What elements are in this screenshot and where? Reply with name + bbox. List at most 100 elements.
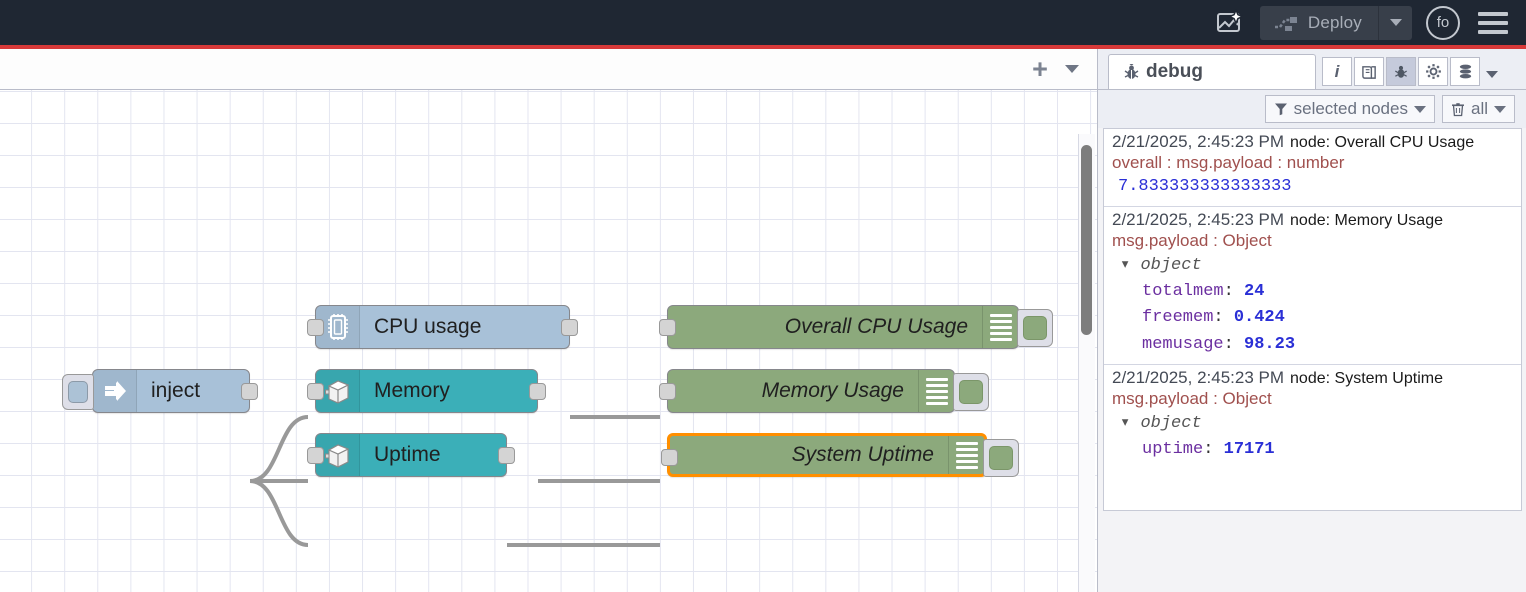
debug-object-field: memusage: 98.23 <box>1142 334 1296 354</box>
sidebar-tools-more-button[interactable] <box>1480 60 1504 89</box>
deploy-dropdown-button[interactable] <box>1378 5 1412 40</box>
sidebar-tool-buttons: i <box>1322 57 1480 89</box>
hamburger-bar <box>1478 29 1508 34</box>
debug-object-field: totalmem: 24 <box>1142 281 1265 301</box>
debug-object-key: memusage <box>1142 334 1224 354</box>
hamburger-icon[interactable] <box>1478 11 1508 34</box>
user-avatar[interactable]: fo <box>1426 5 1460 40</box>
node-input-port[interactable] <box>659 383 676 400</box>
debug-message-list[interactable]: 2/21/2025, 2:45:23 PM node: Overall CPU U… <box>1103 128 1522 511</box>
deploy-icon <box>1274 16 1297 31</box>
node-output-port[interactable] <box>529 383 546 400</box>
node-output-port[interactable] <box>561 319 578 336</box>
sidebar-tabrow: debug i <box>1098 49 1526 90</box>
flow-node-uptime[interactable]: Uptime <box>307 433 515 477</box>
debug-object-value: 17171 <box>1223 440 1275 460</box>
flow-node-inject[interactable]: inject <box>62 369 258 413</box>
debug-message-topic: msg.payload : Object <box>1112 230 1272 250</box>
debug-object-value: 0.424 <box>1233 308 1285 328</box>
flow-node-dbg-mem[interactable]: Memory Usage <box>659 369 989 413</box>
gear-icon[interactable] <box>1418 57 1448 86</box>
hamburger-bar <box>1478 11 1508 16</box>
chevron-down-icon <box>1065 65 1079 73</box>
debug-message-value: 7.833333333333333 <box>1118 176 1292 196</box>
canvas-scroll-track[interactable] <box>1078 134 1095 592</box>
debug-message-timestamp: 2/21/2025, 2:45:23 PM <box>1112 209 1285 229</box>
debug-object-toggle[interactable]: ▾ object <box>1120 413 1202 433</box>
flow-node-label: Overall CPU Usage <box>784 315 968 338</box>
header-accent-line <box>0 45 1526 49</box>
flow-tabbar: + <box>0 49 1097 90</box>
deploy-label: Deploy <box>1307 12 1362 32</box>
node-input-port[interactable] <box>307 447 324 464</box>
debug-toggle-button[interactable] <box>953 373 989 411</box>
node-input-port[interactable] <box>661 449 678 466</box>
clear-all[interactable]: all <box>1441 95 1515 123</box>
debug-object-key: uptime <box>1142 440 1204 460</box>
app-header: Deploy fo <box>0 0 1526 45</box>
debug-message-topic: msg.payload : Object <box>1112 388 1272 408</box>
debug-output-icon <box>982 306 1018 348</box>
import-image-icon[interactable] <box>1208 2 1250 44</box>
debug-object-label: object <box>1140 255 1202 275</box>
stack-icon[interactable] <box>1450 57 1480 86</box>
node-output-port[interactable] <box>498 447 515 464</box>
funnel-icon <box>1274 103 1287 116</box>
debug-filter-toolbar: selected nodes all <box>1098 90 1526 128</box>
flow-node-label: Uptime <box>374 443 441 466</box>
debug-toggle-button[interactable] <box>983 439 1019 477</box>
filter-selected-nodes[interactable]: selected nodes <box>1264 95 1435 123</box>
node-input-port[interactable] <box>307 383 324 400</box>
sidebar-debug-panel: debug i selected nodes all 2/21/2025, 2:4… <box>1097 49 1526 592</box>
debug-message[interactable]: 2/21/2025, 2:45:23 PM node: Memory Usage m… <box>1104 207 1521 365</box>
inject-trigger-inner <box>68 381 88 403</box>
flow-node-label: System Uptime <box>791 443 934 466</box>
debug-message-node: node: Overall CPU Usage <box>1290 134 1475 151</box>
bug-icon[interactable] <box>1386 57 1416 86</box>
tab-debug-label: debug <box>1146 61 1203 82</box>
flow-node-cpu[interactable]: CPU usage <box>307 305 578 349</box>
trash-icon <box>1451 102 1464 116</box>
node-input-port[interactable] <box>659 319 676 336</box>
flow-node-label: CPU usage <box>374 315 482 338</box>
debug-toggle-inner <box>959 380 983 404</box>
bug-icon <box>1124 63 1139 79</box>
clear-all-label: all <box>1470 99 1488 118</box>
node-input-port[interactable] <box>307 319 324 336</box>
debug-message-node: node: Memory Usage <box>1290 211 1443 229</box>
debug-toggle-button[interactable] <box>1017 309 1053 347</box>
debug-message-header: 2/21/2025, 2:45:23 PM node: Memory Usage <box>1112 210 1513 230</box>
flow-node-dbg-up[interactable]: System Uptime <box>661 433 1019 477</box>
add-flow-button[interactable]: + <box>1032 53 1048 84</box>
chevron-down-icon <box>1413 105 1426 113</box>
debug-object-value: 98.23 <box>1244 334 1296 354</box>
debug-object-key: freemem <box>1142 308 1214 328</box>
filter-selected-nodes-label: selected nodes <box>1293 99 1408 118</box>
arrow-right-icon <box>93 370 137 412</box>
book-icon[interactable] <box>1354 57 1384 86</box>
debug-object-label: object <box>1140 413 1202 433</box>
info-icon[interactable]: i <box>1322 57 1352 86</box>
flow-node-label: inject <box>151 379 201 402</box>
hamburger-bar <box>1478 20 1508 25</box>
canvas-vertical-scrollbar[interactable] <box>1081 145 1092 335</box>
flow-menu-button[interactable] <box>1057 52 1087 86</box>
flow-node-label: Memory Usage <box>761 379 904 402</box>
inject-trigger-button[interactable] <box>62 374 94 410</box>
deploy-main[interactable]: Deploy <box>1260 6 1378 40</box>
chevron-down-icon <box>1494 105 1506 113</box>
flow-node-memory[interactable]: Memory <box>307 369 546 413</box>
tab-debug[interactable]: debug <box>1108 54 1316 89</box>
deploy-button[interactable]: Deploy <box>1259 5 1412 40</box>
node-output-port[interactable] <box>241 383 258 400</box>
debug-object-key: totalmem <box>1142 281 1224 301</box>
debug-message-topic: overall : msg.payload : number <box>1112 153 1345 172</box>
debug-object-toggle[interactable]: ▾ object <box>1120 255 1202 275</box>
flow-node-label: Memory <box>374 379 450 402</box>
flow-node-dbg-cpu[interactable]: Overall CPU Usage <box>659 305 1053 349</box>
